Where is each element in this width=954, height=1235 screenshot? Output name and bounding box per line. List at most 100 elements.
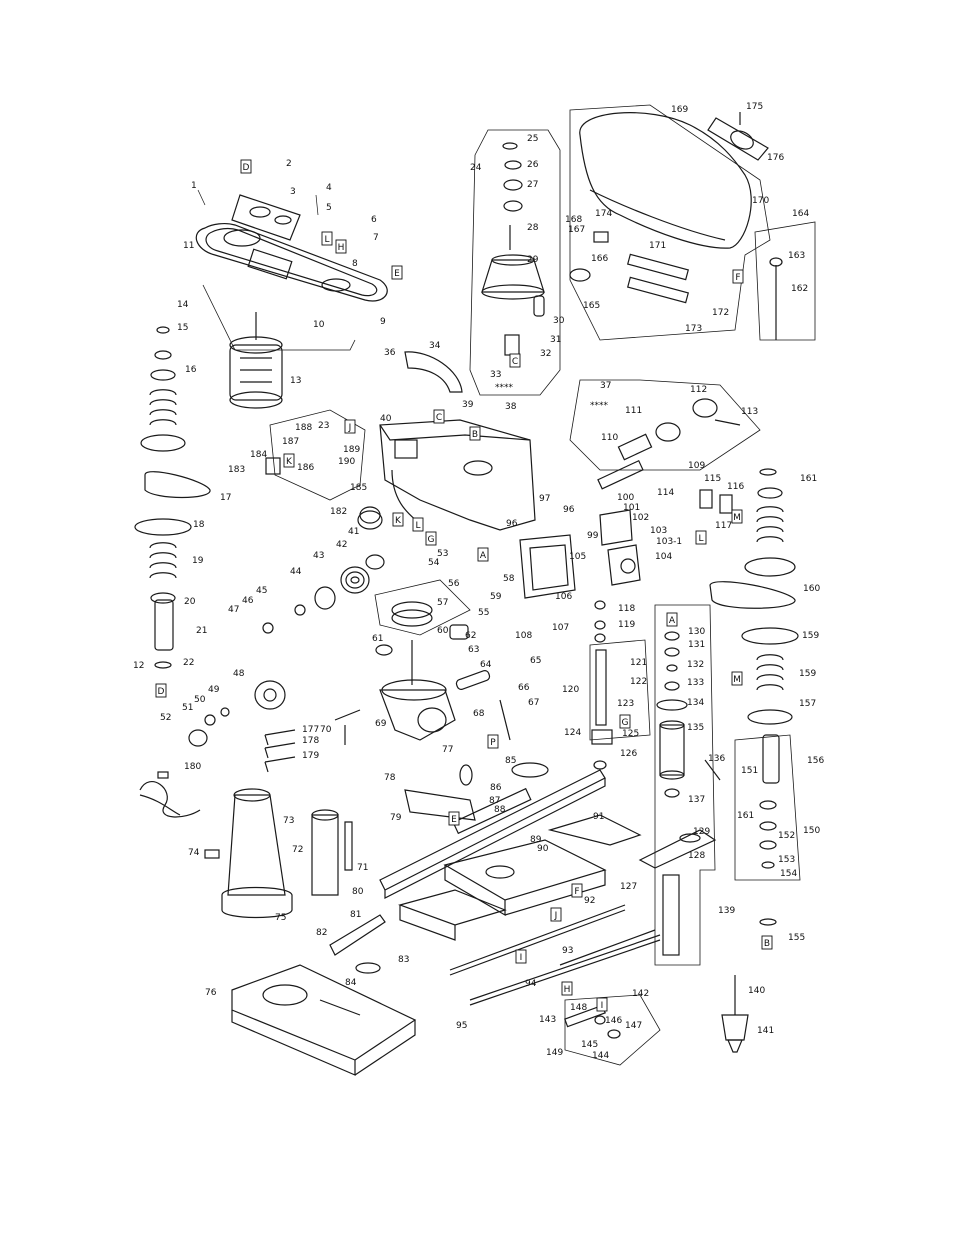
callout-164: 164: [792, 209, 809, 219]
callout-130: 130: [688, 627, 705, 637]
callout-67: 67: [528, 698, 539, 708]
callout-131: 131: [688, 640, 705, 650]
svg-text:I: I: [520, 953, 523, 963]
callout-62: 62: [465, 631, 476, 641]
callout-68: 68: [473, 709, 485, 719]
callout-175: 175: [746, 102, 763, 112]
callout-38: 38: [505, 402, 517, 412]
callout-26: 26: [527, 160, 539, 170]
callout-71: 71: [357, 863, 368, 873]
callout-180: 180: [184, 762, 201, 772]
svg-text:F: F: [735, 273, 740, 283]
ref-box-C: C: [433, 409, 445, 424]
ref-box-M: M: [731, 671, 743, 686]
callout-93: 93: [562, 946, 573, 956]
callout-187: 187: [282, 437, 299, 447]
callout-45: 45: [256, 586, 267, 596]
assembly-group-outlines: [202, 104, 816, 1066]
callout-114: 114: [657, 488, 674, 498]
svg-text:J: J: [348, 423, 352, 433]
callout-66: 66: [518, 683, 530, 693]
callout-44: 44: [290, 567, 302, 577]
svg-text:L: L: [698, 534, 703, 544]
callout-94: 94: [525, 979, 537, 989]
part-callouts: 1 2 3 4 5 6 7 8 9 10 11 12 13 14 15 16 1…: [133, 102, 824, 1061]
svg-text:M: M: [733, 675, 741, 685]
callout-183: 183: [228, 465, 245, 475]
ref-box-E: E: [448, 811, 460, 826]
drill-chuck: [721, 975, 749, 1053]
callout-60: 60: [437, 626, 449, 636]
callout-100: 100: [617, 493, 634, 503]
callout-29: 29: [527, 255, 539, 265]
callout-18: 18: [193, 520, 205, 530]
callout-81: 81: [350, 910, 361, 920]
ref-box-I: I: [596, 997, 608, 1012]
support-bars: [449, 904, 661, 1006]
ref-box-E: E: [391, 265, 403, 280]
callout-8: 8: [352, 259, 358, 269]
callout-153: 153: [778, 855, 795, 865]
quill-bracket: [334, 601, 511, 745]
callout-127: 127: [620, 882, 637, 892]
callout-172: 172: [712, 308, 729, 318]
callout-53: 53: [437, 549, 448, 559]
callout-23: 23: [318, 421, 329, 431]
callout-14: 14: [177, 300, 189, 310]
callout-139: 139: [718, 906, 735, 916]
callout-107: 107: [552, 623, 569, 633]
callout-120: 120: [562, 685, 579, 695]
power-cord: [139, 771, 201, 818]
svg-text:D: D: [243, 163, 250, 173]
callout-17: 17: [220, 493, 231, 503]
callout-9: 9: [380, 317, 386, 327]
column-support: [204, 788, 353, 919]
callout-154: 154: [780, 869, 797, 879]
svg-text:E: E: [394, 269, 400, 279]
callout-43: 43: [313, 551, 324, 561]
callout-146: 146: [605, 1016, 622, 1026]
ref-box-P: P: [487, 734, 499, 749]
callout-stars-1: ****: [495, 383, 514, 393]
callout-186: 186: [297, 463, 314, 473]
callout-147: 147: [625, 1021, 642, 1031]
svg-text:I: I: [601, 1001, 604, 1011]
ref-box-K: K: [283, 453, 295, 468]
callout-20: 20: [184, 597, 196, 607]
callout-61: 61: [372, 634, 383, 644]
ref-box-L: L: [321, 231, 333, 246]
callout-57: 57: [437, 598, 448, 608]
callout-76: 76: [205, 988, 217, 998]
callout-171: 171: [649, 241, 666, 251]
callout-24: 24: [470, 163, 482, 173]
motor: [229, 312, 283, 409]
callout-85: 85: [505, 756, 516, 766]
callout-145: 145: [581, 1040, 598, 1050]
callout-19: 19: [192, 556, 204, 566]
callout-185: 185: [350, 483, 367, 493]
svg-text:A: A: [480, 551, 487, 561]
callout-40: 40: [380, 414, 392, 424]
callout-46: 46: [242, 596, 254, 606]
svg-text:P: P: [490, 738, 496, 748]
callout-156: 156: [807, 756, 824, 766]
callout-169: 169: [671, 105, 688, 115]
callout-77: 77: [442, 745, 453, 755]
callout-188: 188: [295, 423, 312, 433]
callout-65: 65: [530, 656, 541, 666]
callout-30: 30: [553, 316, 565, 326]
callout-182: 182: [330, 507, 347, 517]
svg-text:B: B: [764, 939, 770, 949]
svg-text:H: H: [564, 985, 571, 995]
work-table: [398, 814, 642, 941]
part-linework: [134, 104, 816, 1076]
ref-box-F: F: [732, 269, 744, 284]
ref-box-H: H: [561, 981, 573, 996]
callout-115: 115: [704, 474, 721, 484]
ref-box-F: F: [571, 883, 583, 898]
callout-165: 165: [583, 301, 600, 311]
callout-159b: 159: [799, 669, 816, 679]
callout-92: 92: [584, 896, 595, 906]
callout-111: 111: [625, 406, 642, 416]
callout-90: 90: [537, 844, 549, 854]
